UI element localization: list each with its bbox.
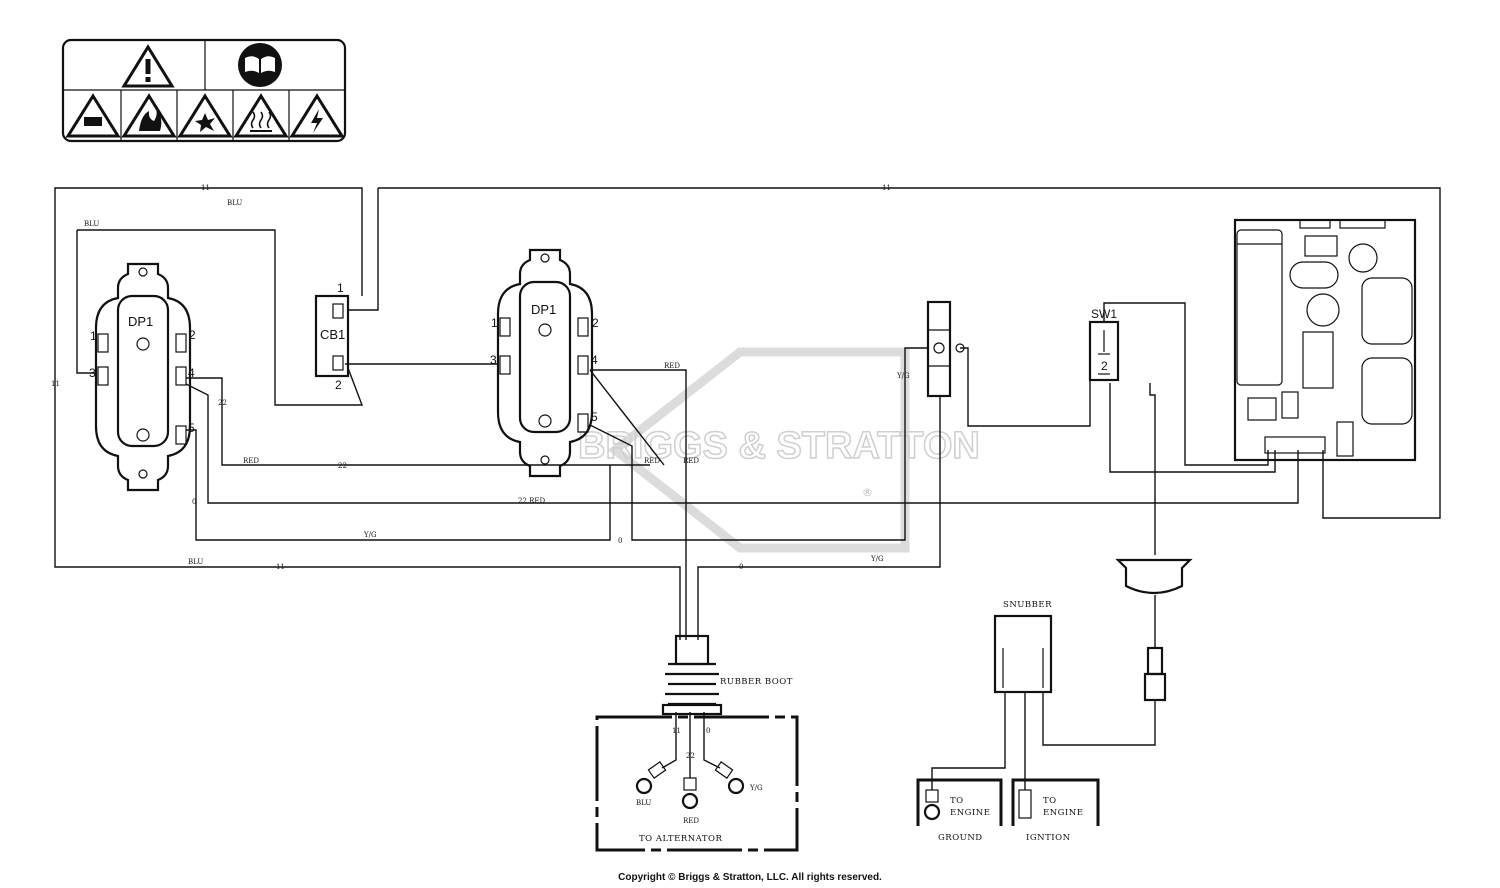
circuit-breaker-cb1: CB1 1 2: [314, 281, 350, 392]
wire-label: 0: [618, 537, 622, 545]
warning-icon: [121, 44, 175, 88]
pin-label: 1: [90, 329, 97, 343]
wire-label: 22 RED: [518, 497, 546, 505]
wire-label: RED: [683, 457, 699, 465]
rubber-boot: RUBBER BOOT: [661, 634, 793, 716]
wire-label: BLU: [636, 799, 651, 807]
hand-hazard-icon: [65, 93, 121, 138]
wire-label: 11: [201, 184, 210, 192]
wire-label: Y/G: [896, 372, 910, 380]
wire-label: 11: [276, 563, 285, 571]
wire-label: RED: [243, 457, 259, 465]
electric-shock-icon: [289, 93, 345, 138]
cb1-label: CB1: [320, 327, 345, 342]
dp1-left-label: DP1: [128, 314, 153, 329]
pin-label: 2: [335, 378, 342, 392]
wire-label: BLU: [188, 558, 203, 566]
duplex-outlet-middle: DP1 1 3 2 4 5: [490, 248, 599, 478]
to-alternator-label: TO ALTERNATOR: [639, 834, 722, 844]
wire-labels: 11 BLU 11 BLU 11 22 RED 22 RED RED RED 2…: [51, 184, 910, 571]
wire-label: 11: [51, 380, 60, 388]
pin-label: 4: [591, 353, 598, 367]
engine-label: ENGINE: [1043, 808, 1083, 818]
explosion-icon: [177, 93, 233, 138]
wire-label: 11: [672, 727, 681, 735]
wire-label: 0: [706, 727, 710, 735]
pin-label: 1: [337, 281, 344, 295]
wire-label: Y/G: [870, 555, 884, 563]
control-board: [1233, 218, 1417, 462]
engine-ground-connection: TO ENGINE GROUND: [916, 778, 1003, 843]
snubber-label: SNUBBER: [1003, 600, 1052, 610]
grommet: [1115, 558, 1193, 595]
to-engine-label: TO: [950, 796, 964, 806]
ground-connector: [926, 300, 965, 398]
snubber: SNUBBER: [993, 600, 1053, 694]
inline-connector: [1143, 646, 1167, 702]
pin-label: 1: [491, 316, 498, 330]
wire-label: RED: [644, 457, 660, 465]
wiring: [54, 187, 1441, 790]
pin-label: 5: [188, 421, 195, 435]
wire-label: RED: [664, 362, 680, 370]
switch-sw1: SW1 2: [1088, 307, 1120, 382]
read-manual-icon: [238, 43, 282, 87]
wire-label: Y/G: [749, 784, 763, 792]
wire-label: 0: [739, 563, 743, 571]
copyright-text: Copyright © Briggs & Stratton, LLC. All …: [618, 872, 882, 883]
ring-terminal: [635, 761, 745, 810]
wire-label: RED: [683, 817, 699, 825]
wire-label: 11: [882, 184, 891, 192]
watermark-text: BRIGGS & STRATTON: [578, 425, 980, 467]
pin-label: 3: [89, 366, 96, 380]
fire-icon: [121, 93, 177, 138]
pin-label: 3: [490, 353, 497, 367]
wire-label: 22: [686, 752, 695, 760]
rubber-boot-label: RUBBER BOOT: [720, 677, 793, 687]
wire-label: Y/G: [363, 531, 377, 539]
engine-ignition-connection: TO ENGINE IGNTION: [1011, 778, 1100, 843]
ignition-label: IGNTION: [1026, 833, 1071, 843]
wire-label: 0: [192, 498, 196, 506]
watermark: BRIGGS & STRATTON ®: [577, 347, 981, 553]
alternator-connection: 11 22 0 BLU RED Y/G TO ALTERNATOR: [595, 715, 799, 852]
wire-label: BLU: [227, 199, 242, 207]
duplex-outlet-left: DP1 1 3 2 4 5: [89, 262, 196, 492]
pin-label: 2: [1101, 359, 1108, 373]
registered-mark: ®: [862, 486, 873, 499]
engine-label: ENGINE: [950, 808, 990, 818]
wire-label: BLU: [84, 220, 99, 228]
wire-label: 22: [338, 462, 347, 470]
sw1-label: SW1: [1091, 307, 1117, 321]
pin-label: 2: [592, 316, 599, 330]
pin-label: 4: [188, 366, 195, 380]
hot-surface-icon: [233, 93, 289, 138]
safety-label-panel: [61, 38, 347, 143]
pin-label: 5: [591, 410, 598, 424]
wire-label: 22: [218, 399, 227, 407]
to-engine-label: TO: [1043, 796, 1057, 806]
dp1-middle-label: DP1: [531, 302, 556, 317]
ground-label: GROUND: [938, 833, 983, 843]
pin-label: 2: [189, 328, 196, 342]
